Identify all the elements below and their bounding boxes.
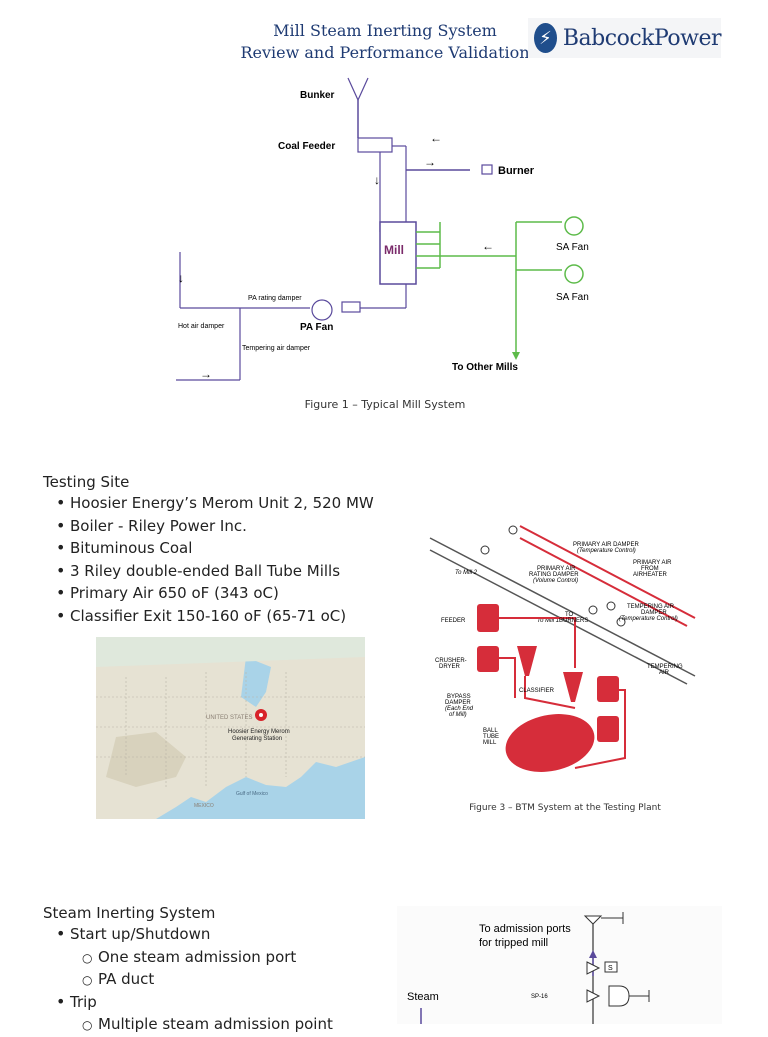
steam-list-trip: Trip [43,991,383,1014]
map-mexico-label: MEXICO [194,803,214,809]
map-country-label: UNITED STATES [206,715,252,721]
list-item: Hoosier Energy’s Merom Unit 2, 520 MW [43,492,403,515]
label-pa-fan: PA Fan [300,322,333,333]
map-marker-label-1: Hoosier Energy Merom [228,729,290,735]
label-bypass-damper: DAMPER [445,700,471,706]
list-item: Bituminous Coal [43,537,403,560]
logo-text: BabcockPower [562,25,722,51]
list-item: Start up/Shutdown [43,923,383,946]
label-each-end: (Each End [445,706,474,712]
list-item: 3 Riley double-ended Ball Tube Mills [43,560,403,583]
btm-system-diagram: PRIMARY AIR DAMPER (Temperature Control)… [429,525,696,772]
location-map: UNITED STATES Hoosier Energy Merom Gener… [96,637,365,819]
list-item: Classifier Exit 150-160 oF (65-71 oC) [43,605,403,628]
label-tube: TUBE [483,734,499,740]
figure-3: PRIMARY AIR DAMPER (Temperature Control)… [425,518,705,813]
label-bunker: Bunker [300,90,335,101]
label-s: S [608,965,613,972]
list-item: Primary Air 650 oF (343 oC) [43,582,403,605]
label-dryer: DRYER [439,664,461,670]
label-mill: Mill [384,243,404,257]
label-primary-air-from: PRIMARY AIR [633,560,672,566]
label-to-burners-2: BURNERS [559,618,588,624]
steam-list: Start up/Shutdown [43,923,383,946]
steam-sublist-startup: One steam admission port PA duct [43,946,383,991]
svg-text:↓: ↓ [178,271,184,285]
label-rating-damper: RATING DAMPER [529,572,579,578]
lightning-icon: ⚡ [534,23,557,53]
label-admission-1: To admission ports [479,923,571,935]
steam-section: Steam Inerting System Start up/Shutdown … [43,904,383,1036]
label-burner: Burner [498,165,535,177]
svg-text:←: ← [430,131,442,145]
label-classifier: CLASSIFIER [519,688,555,694]
list-item: Trip [43,991,383,1014]
label-airheater: AIRHEATER [633,572,668,578]
steam-sublist-trip: Multiple steam admission point [43,1013,383,1036]
label-sp: SP-16 [531,994,548,1000]
figure-1: Bunker Coal Feeder ← Burner → ↓ Mill SA … [170,72,600,412]
page-title: Mill Steam Inerting System Review and Pe… [230,20,540,64]
label-temperature-control-1: (Temperature Control) [577,548,636,554]
label-primary-air-damper: PRIMARY AIR DAMPER [573,542,639,548]
label-to-mill-1: To Mill 1 [537,618,559,624]
label-primary-air-rating: PRIMARY AIR [537,566,576,572]
label-admission-2: for tripped mill [479,937,548,949]
label-steam: Steam [407,991,439,1003]
list-item: Boiler - Riley Power Inc. [43,515,403,538]
label-feeder: FEEDER [441,618,466,624]
list-item: One steam admission port [43,946,383,968]
label-coal-feeder: Coal Feeder [278,141,335,152]
label-ball: BALL [483,728,498,734]
label-to-other-mills: To Other Mills [452,362,518,373]
company-logo: ⚡ BabcockPower [528,18,722,58]
map-gulf-label: Gulf of Mexico [236,791,268,797]
svg-text:↓: ↓ [374,173,380,187]
map-marker-label-2: Generating Station [232,736,282,742]
label-crusher: CRUSHER- [435,658,467,664]
label-tempering: TEMPERING [647,664,683,670]
label-bypass: BYPASS [447,694,471,700]
mill-system-diagram: Bunker Coal Feeder ← Burner → ↓ Mill SA … [176,77,589,381]
title-line-1: Mill Steam Inerting System [273,21,497,40]
testing-site-list: Hoosier Energy’s Merom Unit 2, 520 MW Bo… [43,492,403,627]
label-of-mill: of Mill) [449,712,467,718]
label-damper: DAMPER [641,610,667,616]
steam-figure: To admission ports for tripped mill Stea… [397,906,722,1024]
list-item: PA duct [43,968,383,991]
label-to-burners-1: TO [565,612,574,618]
label-pa-rating-damper: PA rating damper [248,295,302,302]
label-temperature-control-2: (Temperature Control) [619,616,678,622]
svg-text:→: → [200,367,212,381]
label-tempering-air-damper: Tempering air damper [242,345,311,352]
label-volume-control: (Volume Control) [533,578,578,584]
figure-3-caption: Figure 3 – BTM System at the Testing Pla… [469,803,661,813]
testing-site-section: Testing Site Hoosier Energy’s Merom Unit… [43,473,403,627]
label-air: AIR [659,670,670,676]
list-item: Multiple steam admission point [43,1013,383,1036]
us-map-graphic: UNITED STATES Hoosier Energy Merom Gener… [96,637,365,819]
svg-text:→: → [424,155,436,169]
label-from: FROM [641,566,659,572]
label-btm-mill: MILL [483,740,497,746]
steam-title: Steam Inerting System [43,904,216,922]
figure-1-caption: Figure 1 – Typical Mill System [304,398,466,411]
svg-text:←: ← [482,239,494,253]
steam-diagram: To admission ports for tripped mill Stea… [407,912,650,1024]
label-hot-air-damper: Hot air damper [178,323,225,330]
label-tempering-air-damper: TEMPERING AIR [627,604,675,610]
label-to-mill-2: To Mill 2 [455,570,478,576]
label-sa-fan-2: SA Fan [556,292,589,303]
testing-site-title: Testing Site [43,473,130,491]
label-sa-fan-1: SA Fan [556,242,589,253]
title-line-2: Review and Performance Validation [240,43,530,62]
